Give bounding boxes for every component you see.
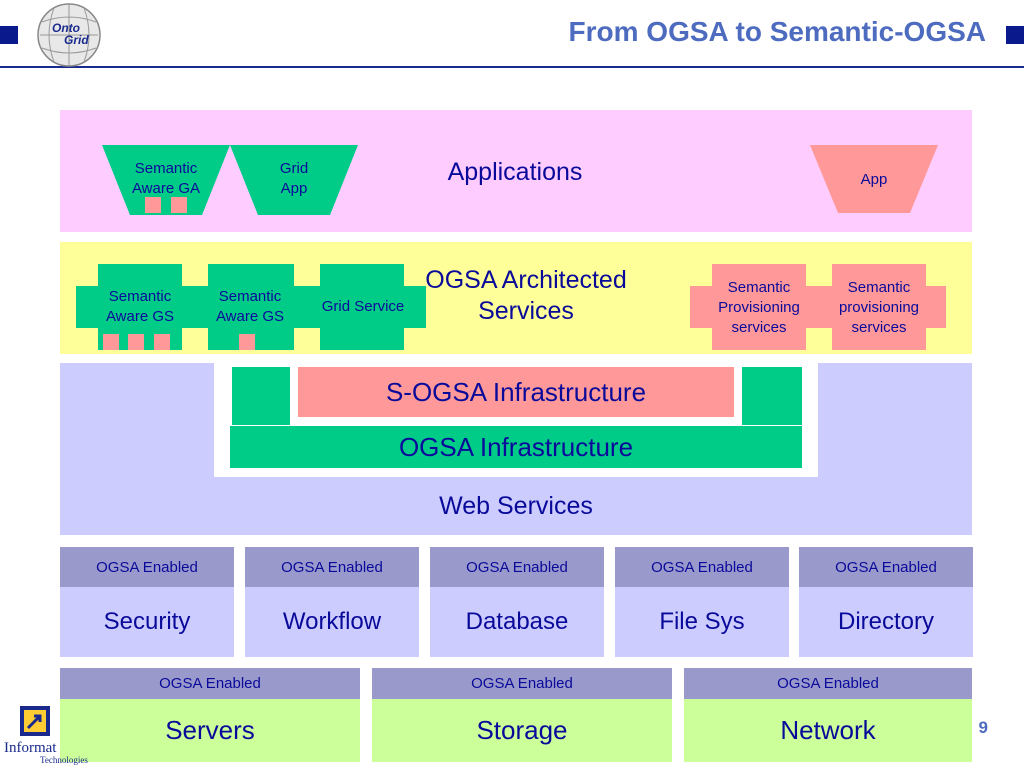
semantic-aware-gs-1-label: Semantic Aware GS — [86, 286, 194, 328]
footer-logo: Informat Technologies — [4, 706, 88, 765]
service-database: OGSA Enabled Database — [430, 547, 604, 657]
grid-app-label: Grid App — [244, 158, 344, 200]
service-database-name: Database — [430, 587, 604, 657]
resource-servers-enabled: OGSA Enabled — [60, 668, 360, 699]
semantic-provisioning-1-label: Semantic Provisioning services — [700, 276, 818, 340]
resource-servers: OGSA Enabled Servers — [60, 668, 360, 762]
service-file-sys: OGSA Enabled File Sys — [615, 547, 789, 657]
semantic-aware-gs-1-port-2 — [128, 334, 144, 350]
title-bar-right-accent — [1006, 26, 1024, 44]
semantic-aware-gs-2-line-2: Aware GS — [215, 308, 285, 325]
resource-storage: OGSA Enabled Storage — [372, 668, 672, 762]
semantic-aware-gs-2-label: Semantic Aware GS — [198, 286, 302, 328]
ontogrid-logo: Onto Grid — [37, 3, 101, 67]
architected-services-title-line-2: Services — [478, 297, 574, 325]
resource-storage-name: Storage — [372, 699, 672, 762]
semantic-aware-gs-2-port — [239, 334, 255, 350]
footer-logo-text-1: Informat — [4, 740, 57, 756]
service-file-sys-name: File Sys — [615, 587, 789, 657]
semantic-provisioning-1-line-3: services — [731, 319, 787, 337]
semantic-aware-gs-1-line-2: Aware GS — [105, 308, 175, 325]
resource-network-enabled: OGSA Enabled — [684, 668, 972, 699]
footer-logo-text-2: Technologies — [40, 755, 88, 765]
semantic-aware-ga-port-2 — [171, 197, 187, 213]
resource-storage-enabled: OGSA Enabled — [372, 668, 672, 699]
app-shape — [810, 145, 938, 213]
service-workflow-enabled: OGSA Enabled — [245, 547, 419, 587]
semantic-provisioning-1-arms — [690, 286, 826, 328]
service-directory: OGSA Enabled Directory — [799, 547, 973, 657]
semantic-provisioning-2-line-1: Semantic — [847, 278, 911, 296]
semantic-aware-ga-label: Semantic Aware GA — [112, 158, 220, 200]
grid-app-line-1: Grid — [279, 159, 309, 177]
semantic-provisioning-1-line-1: Semantic — [727, 278, 791, 296]
semantic-aware-ga-line-1: Semantic — [134, 159, 198, 177]
service-security: OGSA Enabled Security — [60, 547, 234, 657]
resource-network-name: Network — [684, 699, 972, 762]
service-security-enabled: OGSA Enabled — [60, 547, 234, 587]
service-database-enabled: OGSA Enabled — [430, 547, 604, 587]
applications-title: Applications — [447, 158, 583, 187]
semantic-aware-gs-1-line-1: Semantic — [108, 287, 172, 305]
service-security-name: Security — [60, 587, 234, 657]
ogsa-infrastructure: OGSA Infrastructure — [230, 426, 802, 468]
grid-app-shape — [230, 145, 358, 215]
header-divider — [0, 66, 1024, 68]
semantic-provisioning-2-arms — [812, 286, 946, 328]
web-services: Web Services — [439, 492, 593, 520]
service-directory-name: Directory — [799, 587, 973, 657]
semantic-aware-ga-shape — [102, 145, 230, 215]
semantic-provisioning-2-line-3: services — [851, 319, 907, 337]
resource-servers-name: Servers — [60, 699, 360, 762]
service-workflow: OGSA Enabled Workflow — [245, 547, 419, 657]
title-bar-left-accent — [0, 26, 18, 44]
logo-text-grid: Grid — [64, 33, 89, 47]
semantic-aware-gs-2-arms — [190, 286, 312, 328]
app-label: App — [860, 170, 888, 188]
service-workflow-name: Workflow — [245, 587, 419, 657]
service-file-sys-enabled: OGSA Enabled — [615, 547, 789, 587]
resource-network: OGSA Enabled Network — [684, 668, 972, 762]
semantic-aware-gs-1-port-3 — [154, 334, 170, 350]
semantic-provisioning-1-line-2: Provisioning — [718, 298, 800, 316]
semantic-aware-ga-line-2: Aware GA — [131, 180, 201, 197]
page-title: From OGSA to Semantic-OGSA — [568, 16, 986, 47]
semantic-aware-ga-port-1 — [145, 197, 161, 213]
semantic-provisioning-2-label: Semantic provisioning services — [820, 276, 938, 340]
logo-text-onto: Onto — [52, 21, 80, 35]
slide-number: 9 — [978, 718, 988, 737]
sogsa-left-support — [232, 367, 290, 425]
sogsa-right-support — [742, 367, 802, 425]
semantic-aware-gs-1-port-1 — [103, 334, 119, 350]
architected-services-title-line-1: OGSA Architected — [425, 265, 627, 294]
semantic-aware-gs-1-arms — [76, 286, 202, 328]
sogsa-infrastructure: S-OGSA Infrastructure — [298, 367, 734, 417]
grid-service-arms — [300, 286, 426, 328]
architected-services-title: OGSA Architected Services — [404, 262, 648, 330]
grid-app-line-2: App — [280, 180, 308, 197]
semantic-aware-gs-2-line-1: Semantic — [218, 287, 282, 305]
semantic-provisioning-2-line-2: provisioning — [838, 298, 920, 316]
grid-service-label: Grid Service — [321, 297, 405, 315]
service-directory-enabled: OGSA Enabled — [799, 547, 973, 587]
